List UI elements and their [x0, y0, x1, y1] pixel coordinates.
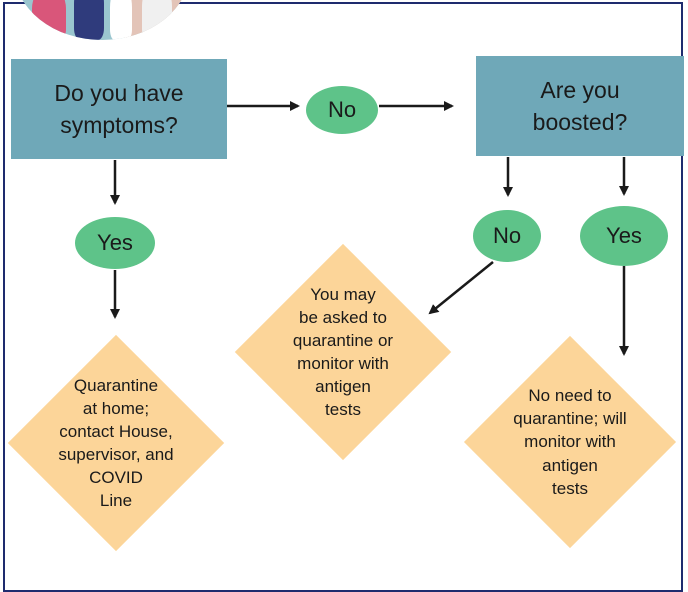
answer-no-symptoms-label: No	[327, 97, 357, 122]
outcome-no-quarantine-diamond: No need to quarantine; will monitor with…	[463, 335, 677, 549]
answer-no-boosted-label: No	[492, 223, 522, 248]
person-figure	[110, 0, 132, 40]
answer-yes-boosted-oval: Yes	[580, 206, 668, 266]
person-figure	[32, 0, 66, 40]
answer-yes-symptoms-label: Yes	[97, 230, 133, 255]
people-illustration	[14, 0, 190, 40]
outcome-may-quarantine-text: You may be asked to quarantine or monito…	[292, 284, 394, 420]
arrow-no-to-may-quarantine	[428, 261, 494, 315]
answer-yes-boosted-label: Yes	[606, 223, 642, 248]
outcome-quarantine-diamond: Quarantine at home; contact House, super…	[7, 333, 225, 553]
person-figure	[142, 0, 172, 40]
outcome-no-quarantine-text: No need to quarantine; will monitor with…	[513, 386, 627, 498]
answer-no-boosted-oval: No	[473, 210, 541, 262]
answer-yes-symptoms-oval: Yes	[75, 217, 155, 269]
question-symptoms-text: Do you have symptoms?	[54, 79, 184, 138]
question-symptoms-box: Do you have symptoms?	[11, 59, 227, 159]
question-boosted-text: Are you boosted?	[532, 76, 628, 135]
person-figure	[74, 0, 104, 40]
outcome-quarantine-text: Quarantine at home; contact House, super…	[58, 375, 174, 511]
question-boosted-box: Are you boosted?	[476, 56, 684, 156]
outcome-may-quarantine-diamond: You may be asked to quarantine or monito…	[234, 243, 452, 461]
answer-no-symptoms-oval: No	[306, 86, 378, 134]
